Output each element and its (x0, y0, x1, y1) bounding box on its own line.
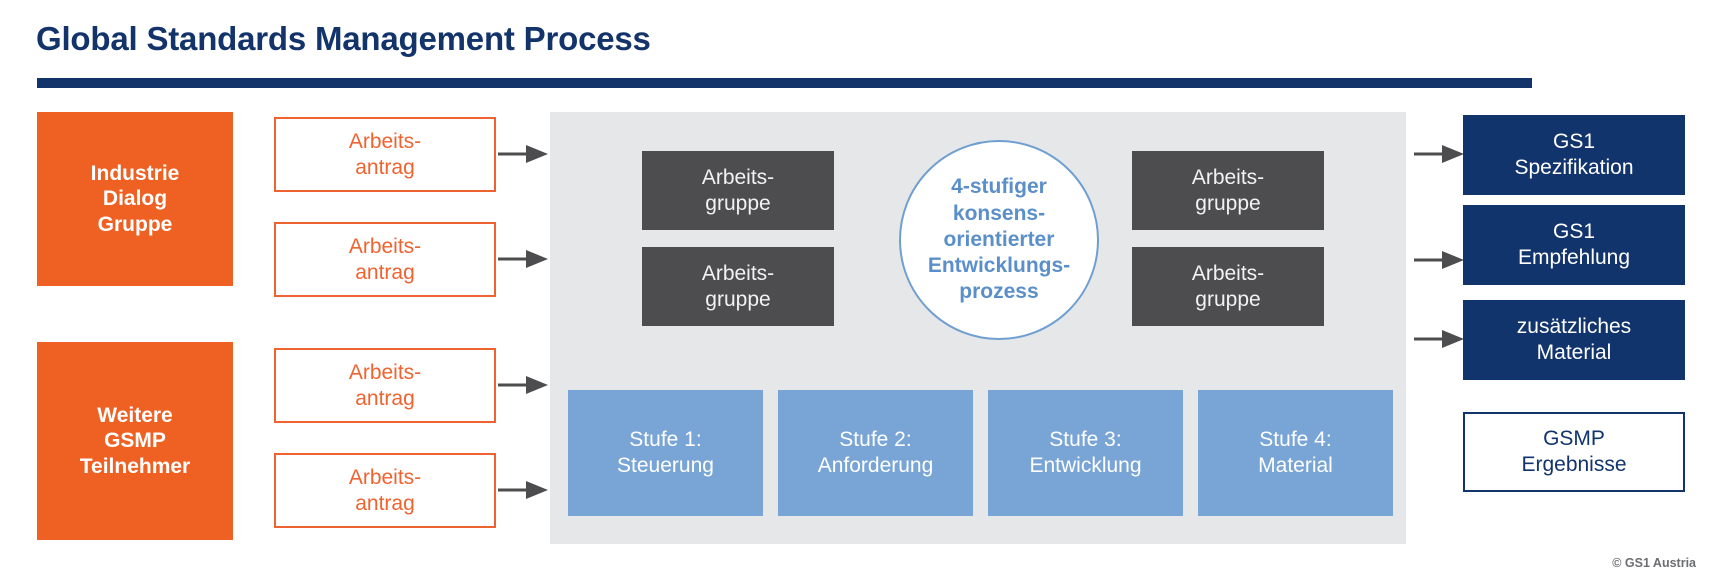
arrow-request-3-to-panel (498, 376, 548, 394)
source-label-line: Gruppe (97, 212, 173, 236)
output-box-zusaetzliches-material[interactable]: zusätzliches Material (1463, 300, 1685, 380)
request-label-line: Arbeits- (348, 465, 422, 489)
stage-label-line: Entwicklung (1029, 454, 1142, 477)
request-label-line: antrag (355, 386, 415, 410)
arrow-request-1-to-panel (498, 145, 548, 163)
working-group-box-3[interactable]: Arbeits- gruppe (1132, 151, 1324, 230)
request-label-line: antrag (355, 491, 415, 515)
request-label-line: Arbeits- (348, 234, 422, 258)
circle-label-line: 4-stufiger (951, 175, 1047, 199)
stage-box-2[interactable]: Stufe 2: Anforderung (778, 390, 973, 516)
circle-label-line: orientierter (943, 227, 1055, 251)
working-group-box-4[interactable]: Arbeits- gruppe (1132, 247, 1324, 326)
stage-box-1[interactable]: Stufe 1: Steuerung (568, 390, 763, 516)
source-label-line: Dialog (102, 187, 168, 211)
source-box-weitere-gsmp-teilnehmer[interactable]: Weitere GSMP Teilnehmer (37, 342, 233, 540)
circle-label-line: prozess (959, 280, 1039, 304)
output-label-line: GS1 (1552, 130, 1596, 154)
stage-label-line: Steuerung (617, 454, 714, 477)
working-group-label-line: Arbeits- (1191, 261, 1265, 285)
output-box-gsmp-ergebnisse[interactable]: GSMP Ergebnisse (1463, 412, 1685, 492)
consensus-process-circle[interactable]: 4-stufiger konsens- orientierter Entwick… (899, 140, 1099, 340)
stage-label-line: Stufe 4: (1259, 428, 1332, 452)
stage-label-line: Stufe 1: (629, 428, 702, 452)
stage-label-line: Anforderung (817, 454, 934, 477)
source-label-line: GSMP (104, 429, 166, 453)
output-label-line: GS1 (1552, 220, 1596, 244)
circle-label-line: Entwicklungs- (927, 254, 1071, 278)
request-label-line: antrag (355, 260, 415, 284)
request-box-1[interactable]: Arbeits- antrag (274, 117, 496, 192)
source-label-line: Industrie (90, 161, 180, 185)
arrow-panel-to-output-1 (1414, 145, 1464, 163)
working-group-label-line: gruppe (705, 287, 771, 311)
output-label-line: Material (1536, 341, 1612, 364)
working-group-label-line: gruppe (705, 191, 771, 215)
source-box-industrie-dialog-gruppe[interactable]: Industrie Dialog Gruppe (37, 112, 233, 286)
request-label-line: Arbeits- (348, 129, 422, 153)
output-label-line: Spezifikation (1514, 156, 1634, 179)
output-box-gs1-spezifikation[interactable]: GS1 Spezifikation (1463, 115, 1685, 195)
arrow-request-2-to-panel (498, 250, 548, 268)
request-label-line: antrag (355, 155, 415, 179)
copyright-notice: © GS1 Austria (1612, 556, 1696, 570)
working-group-box-2[interactable]: Arbeits- gruppe (642, 247, 834, 326)
title-underline-rule (37, 78, 1532, 88)
working-group-label-line: Arbeits- (701, 165, 775, 189)
stage-label-line: Stufe 2: (839, 428, 912, 452)
page-title: Global Standards Management Process (36, 20, 651, 57)
circle-label-line: konsens- (952, 201, 1046, 225)
stage-box-4[interactable]: Stufe 4: Material (1198, 390, 1393, 516)
stage-box-3[interactable]: Stufe 3: Entwicklung (988, 390, 1183, 516)
output-label-line: zusätzliches (1516, 315, 1632, 339)
arrow-request-4-to-panel (498, 481, 548, 499)
output-label-line: GSMP (1543, 427, 1605, 451)
working-group-label-line: gruppe (1195, 287, 1261, 311)
request-box-3[interactable]: Arbeits- antrag (274, 348, 496, 423)
arrow-panel-to-output-3 (1414, 330, 1464, 348)
request-box-4[interactable]: Arbeits- antrag (274, 453, 496, 528)
output-label-line: Empfehlung (1517, 246, 1631, 269)
working-group-label-line: Arbeits- (701, 261, 775, 285)
arrow-panel-to-output-2 (1414, 251, 1464, 269)
output-label-line: Ergebnisse (1521, 453, 1627, 476)
stage-label-line: Stufe 3: (1049, 428, 1122, 452)
source-label-line: Weitere (97, 403, 173, 427)
working-group-label-line: Arbeits- (1191, 165, 1265, 189)
request-label-line: Arbeits- (348, 360, 422, 384)
output-box-gs1-empfehlung[interactable]: GS1 Empfehlung (1463, 205, 1685, 285)
request-box-2[interactable]: Arbeits- antrag (274, 222, 496, 297)
working-group-label-line: gruppe (1195, 191, 1261, 215)
stage-label-line: Material (1258, 454, 1333, 477)
source-label-line: Teilnehmer (79, 454, 191, 478)
working-group-box-1[interactable]: Arbeits- gruppe (642, 151, 834, 230)
